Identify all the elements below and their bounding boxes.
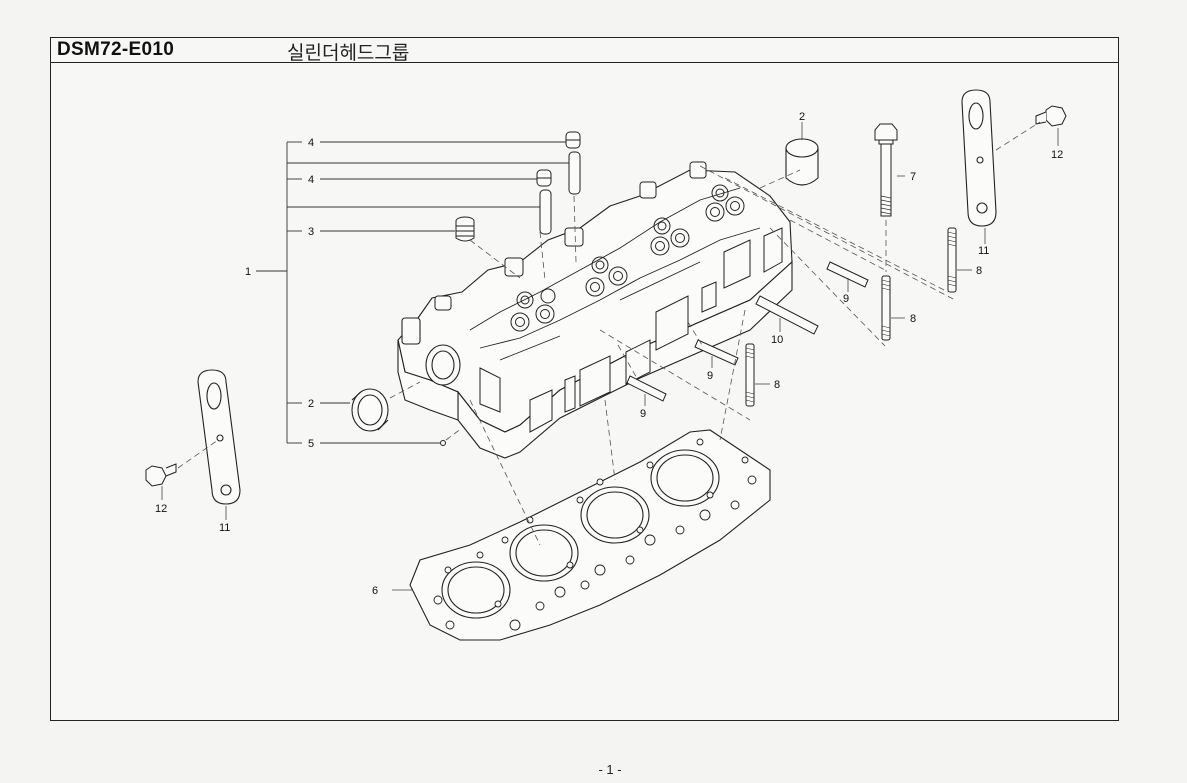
callout-10: 10: [771, 334, 783, 346]
expansion-plug-top: [785, 138, 819, 186]
callout-12-right: 12: [1051, 149, 1063, 161]
callout-11-right: 11: [978, 245, 989, 257]
callout-9-b: 9: [707, 370, 713, 382]
callout-5: 5: [308, 438, 314, 450]
callout-4-lower: 4: [308, 174, 314, 186]
cylinder-head: [397, 161, 793, 459]
lifting-hook-left: [197, 369, 241, 505]
callout-8-b: 8: [910, 313, 916, 325]
callout-12-left: 12: [155, 503, 167, 515]
header-bar: DSM72-E010 실린더헤드그룹: [51, 38, 1118, 64]
doc-code: DSM72-E010: [57, 39, 175, 60]
callout-1: 1: [245, 266, 251, 278]
callout-9-c: 9: [640, 408, 646, 420]
head-bolt: [874, 123, 898, 217]
doc-title: 실린더헤드그룹: [287, 42, 410, 64]
callout-numbers: 1 2 2 3 4 4 5 6 7 8 8 8 9 9 9 10 11 11 1…: [155, 111, 1063, 597]
callout-7: 7: [910, 171, 916, 183]
dowel-pin: [440, 440, 446, 446]
dashed-alignment-lines: [177, 121, 1041, 546]
page-number: - 1 -: [598, 762, 622, 777]
callout-8-c: 8: [774, 379, 780, 391]
callout-8-a: 8: [976, 265, 982, 277]
valve-stem-seal: [455, 216, 475, 242]
flange-bolt-left: [145, 463, 177, 487]
valve-guides: [536, 131, 581, 235]
callout-bracket: [256, 141, 575, 444]
callout-6: 6: [372, 585, 378, 597]
expansion-plug-left: [351, 388, 389, 432]
short-studs: [626, 261, 869, 402]
callout-9-a: 9: [843, 293, 849, 305]
lifting-hook-right: [961, 89, 997, 227]
studs: [745, 227, 957, 407]
head-gasket: [409, 429, 771, 641]
callout-2-top: 2: [799, 111, 805, 123]
callout-3: 3: [308, 226, 314, 238]
callout-4-upper: 4: [308, 137, 314, 149]
leader-lines: [161, 122, 1059, 591]
callout-11-left: 11: [219, 522, 230, 534]
flange-bolt-right: [1035, 105, 1067, 127]
callout-2-left: 2: [308, 398, 314, 410]
